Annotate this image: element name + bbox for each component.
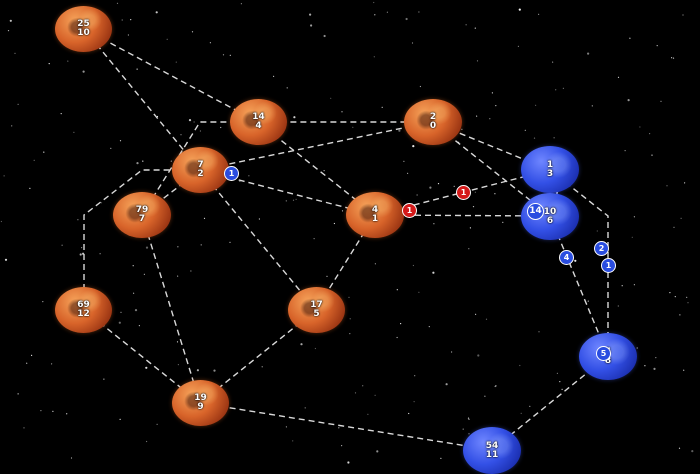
planet-ships: 10 [543,206,557,217]
hyperlane [199,402,493,451]
hyperlane [549,215,609,357]
planet-production: 12 [77,309,90,319]
fleet-badge[interactable]: 1 [402,203,417,218]
planet-ships: 14 [252,112,265,122]
planet-p4[interactable]: 7 2 [172,147,229,193]
planet-production: 5 [313,309,320,319]
planet-p8[interactable]: 17 5 [288,287,345,333]
planet-p1[interactable]: 25 10 [55,6,112,52]
planet-ships: 25 [77,19,90,29]
hyperlane [83,28,259,123]
planet-p9[interactable]: 19 9 [172,380,229,426]
fleet-badge[interactable]: 14 [527,203,544,220]
fleet-badge[interactable]: 1 [224,166,239,181]
planet-production: 1 [371,214,379,224]
planet-production: 0 [429,121,437,131]
planet-ships: 4 [371,205,379,215]
planet-p7[interactable]: 69 12 [55,287,112,333]
planet-ships: 69 [77,300,90,310]
planet-p2[interactable]: 14 4 [230,99,287,145]
planet-ships: 17 [310,300,323,310]
fleet-badge[interactable]: 2 [594,241,609,256]
hyperlane [199,169,317,311]
planet-production: 8 [604,355,612,366]
fleet-badge[interactable]: 4 [559,250,574,265]
planet-production: 10 [77,28,90,38]
hyperlane [141,121,432,216]
planet-p6[interactable]: 4 1 [346,192,404,238]
fleet-badge[interactable]: 1 [601,258,616,273]
planet-ships: 1 [546,159,554,170]
planet-production: 6 [546,215,554,226]
hyperlane [83,28,201,171]
planet-ships: 2 [429,112,437,122]
planet-p13[interactable]: 54 11 [463,427,521,474]
planet-production: 9 [197,402,204,412]
planet-ships: 54 [485,440,499,451]
planet-production: 2 [197,169,204,179]
planet-p3[interactable]: 2 0 [404,99,462,145]
planet-p10[interactable]: 1 3 [521,146,579,193]
hyperlane [141,214,201,404]
planet-ships: 79 [135,205,149,215]
planet-production: 3 [546,168,554,179]
planet-production: 7 [138,214,146,224]
planet-production: 4 [255,121,262,131]
planet-ships: 19 [194,393,207,403]
planet-production: 11 [485,449,499,460]
planet-ships: 7 [197,160,204,170]
hyperlane [374,214,551,217]
fleet-badge[interactable]: 1 [456,185,471,200]
fleet-badge[interactable]: 5 [596,346,611,361]
planet-p5[interactable]: 79 7 [113,192,171,238]
hyperlane [83,169,200,310]
